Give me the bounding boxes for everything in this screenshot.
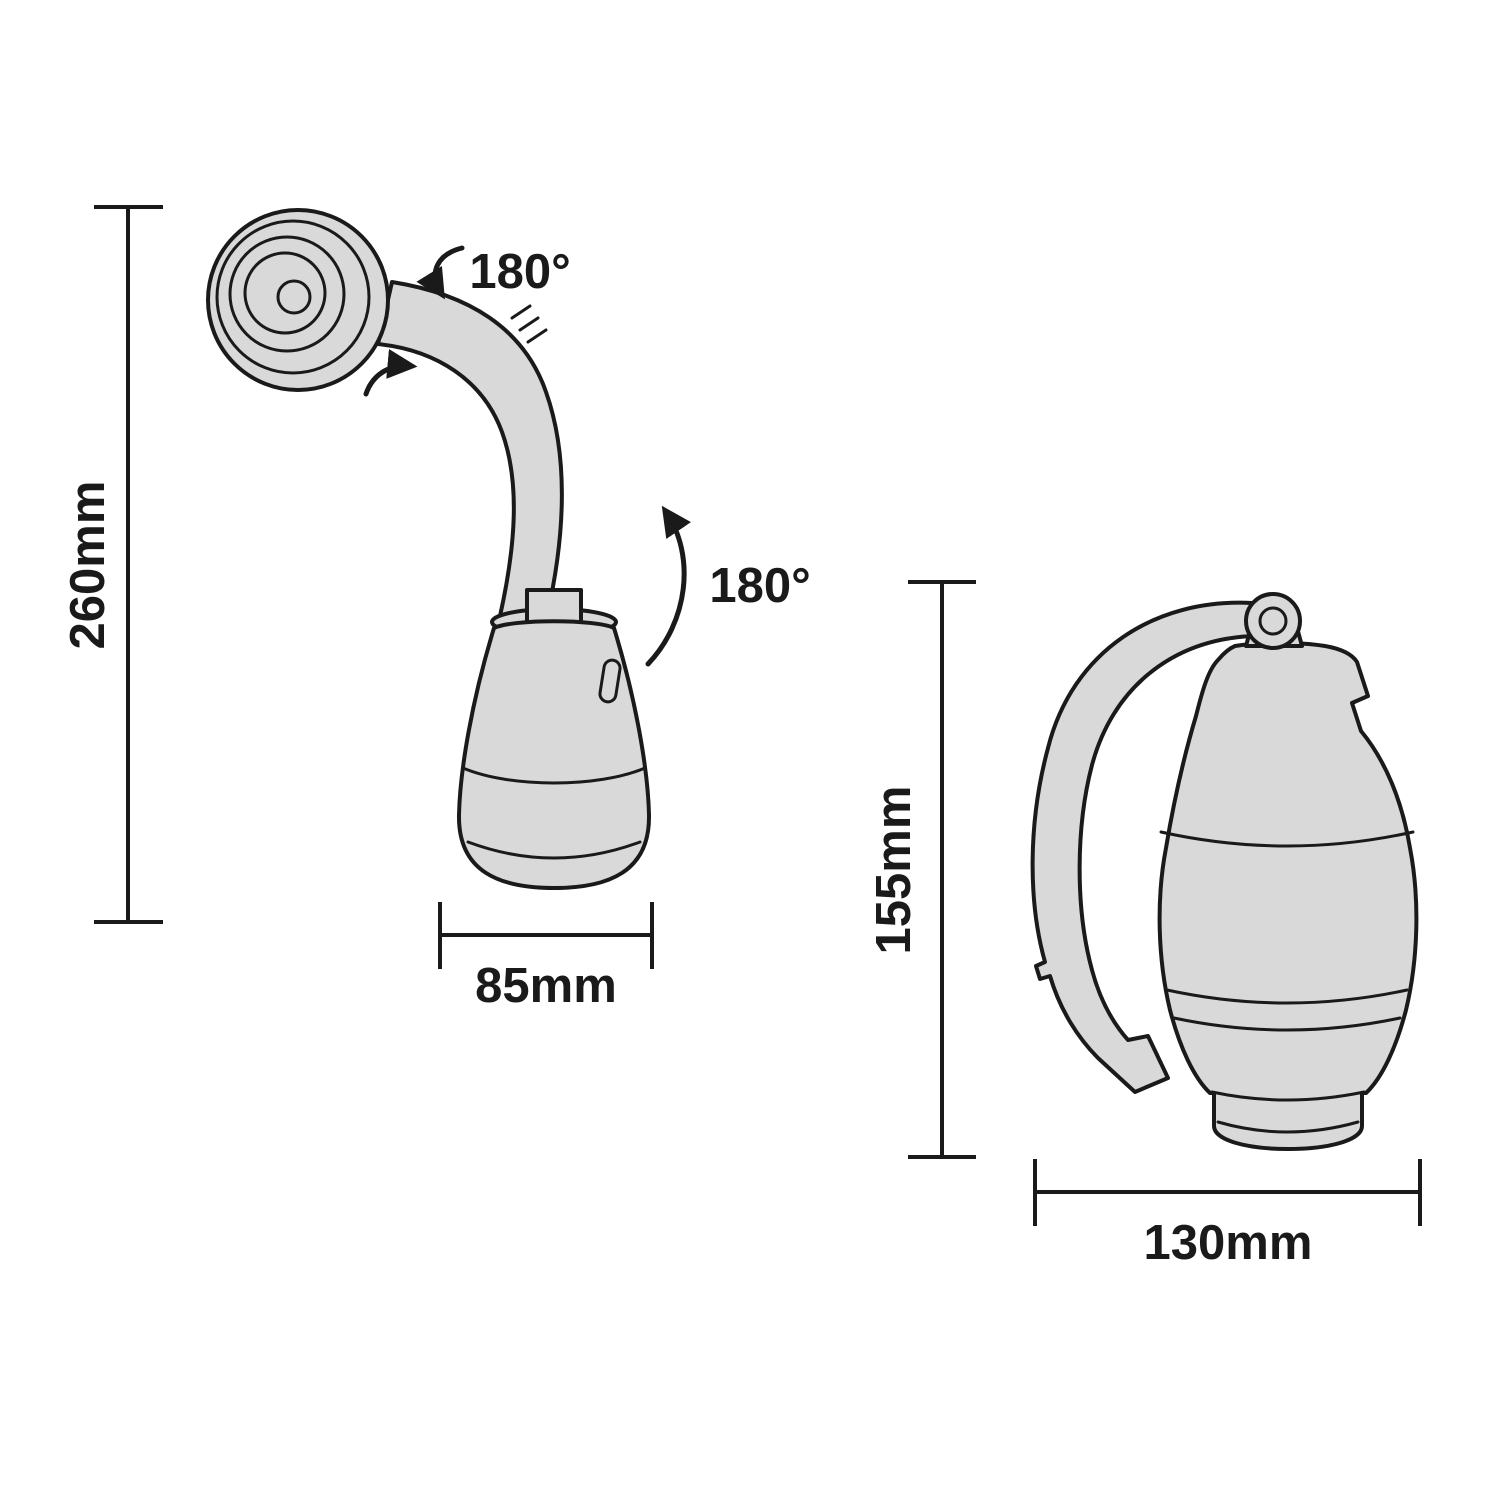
dimension-width-left: 85mm — [438, 902, 654, 1013]
head-rotation-arrow-top — [416, 245, 465, 300]
height-label-right: 155mm — [867, 786, 921, 955]
lamp-base — [456, 588, 652, 890]
head-rotation-arrow-bottom — [363, 349, 418, 397]
width-label-right: 130mm — [1144, 1216, 1313, 1270]
lamp-folded-view: 155mm 130mm — [867, 580, 1422, 1270]
carry-handle — [1030, 600, 1254, 1094]
dimension-width-right: 130mm — [1033, 1159, 1422, 1270]
height-label-left: 260mm — [61, 481, 115, 650]
width-label-left: 85mm — [475, 959, 617, 1013]
arm-rotation-arrow — [645, 505, 692, 667]
hanging-ring — [1244, 592, 1304, 650]
lamp-arm — [376, 280, 564, 618]
head-rotation-label: 180° — [469, 245, 570, 299]
arm-switch-ridges — [510, 304, 548, 344]
lamp-head — [206, 208, 390, 392]
dimension-height-right: 155mm — [867, 580, 976, 1159]
arm-rotation-label: 180° — [709, 559, 810, 613]
dimension-height-left: 260mm — [61, 205, 163, 924]
lamp-extended-view: 260mm 180° 180° — [61, 205, 811, 1013]
lantern-body — [1157, 641, 1419, 1151]
base-power-button — [598, 658, 622, 704]
